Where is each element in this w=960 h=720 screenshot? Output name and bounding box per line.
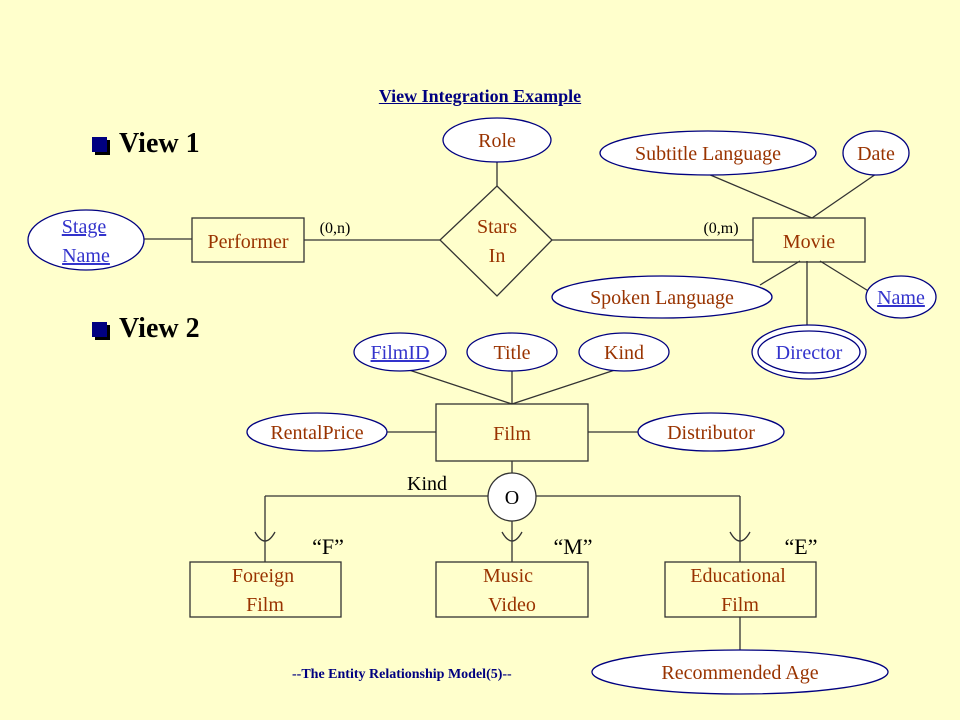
movie-entity: Movie xyxy=(752,217,866,263)
music-kind-value: “M” xyxy=(553,534,592,559)
view1-heading-label: View 1 xyxy=(119,128,200,159)
movie-label: Movie xyxy=(783,231,835,253)
filmid-label: FilmID xyxy=(371,342,430,364)
overlap-constraint-circle: O xyxy=(487,472,537,522)
educational-line2-label: Film xyxy=(721,594,759,616)
subtitle-language-attribute: Subtitle Language xyxy=(599,130,817,176)
movie-name-label: Name xyxy=(877,287,925,309)
foreign-line2-label: Film xyxy=(246,594,284,616)
filmid-attribute: FilmID xyxy=(353,332,447,372)
date-attribute: Date xyxy=(842,130,910,176)
music-line1-label: Music xyxy=(483,565,533,587)
rental-price-attribute: RentalPrice xyxy=(246,412,388,452)
stars-label: Stars xyxy=(477,216,517,238)
spoken-language-attribute: Spoken Language xyxy=(551,275,773,319)
distributor-attribute: Distributor xyxy=(637,412,785,452)
bullet-box-icon xyxy=(92,136,107,152)
movie-name-attribute: Name xyxy=(865,275,937,319)
title-label: Title xyxy=(493,342,530,364)
role-attribute: Role xyxy=(442,117,552,163)
film-label: Film xyxy=(493,423,531,445)
rental-price-label: RentalPrice xyxy=(270,422,363,444)
film-entity: Film xyxy=(435,403,589,462)
recommended-age-attribute: Recommended Age xyxy=(591,649,889,695)
cardinality-left: (0,n) xyxy=(320,220,351,237)
educational-kind-value: “E” xyxy=(785,534,818,559)
stars-in-relationship: Stars In xyxy=(439,185,553,297)
view2-heading-label: View 2 xyxy=(119,313,200,344)
specialization-attribute-label: Kind xyxy=(407,473,447,495)
spoken-language-label: Spoken Language xyxy=(590,287,734,309)
educational-line1-label: Educational xyxy=(690,565,786,587)
page-title: View Integration Example xyxy=(378,86,582,106)
recommended-age-label: Recommended Age xyxy=(661,662,818,684)
view2-heading: View 2 xyxy=(92,313,200,345)
performer-label: Performer xyxy=(207,231,288,253)
distributor-label: Distributor xyxy=(667,422,755,444)
foreign-film-entity: Foreign Film xyxy=(189,561,342,618)
in-label: In xyxy=(489,245,506,267)
overlap-label: O xyxy=(505,487,519,509)
director-label: Director xyxy=(776,342,843,364)
music-line2-label: Video xyxy=(488,594,536,616)
title-attribute: Title xyxy=(466,332,558,372)
subtitle-language-label: Subtitle Language xyxy=(635,143,781,165)
foreign-line1-label: Foreign xyxy=(232,565,294,587)
date-label: Date xyxy=(857,143,895,165)
foreign-kind-value: “F” xyxy=(312,534,344,559)
connector-lines xyxy=(144,160,877,650)
educational-film-entity: Educational Film xyxy=(664,561,817,618)
music-video-entity: Music Video xyxy=(435,561,589,618)
stage-label: Stage xyxy=(62,216,107,238)
director-attribute: Director xyxy=(751,324,867,380)
view1-heading: View 1 xyxy=(92,128,200,160)
footer-caption: --The Entity Relationship Model(5)-- xyxy=(292,667,512,682)
cardinality-right: (0,m) xyxy=(703,220,738,237)
kind-attribute: Kind xyxy=(578,332,670,372)
role-label: Role xyxy=(478,130,516,152)
kind-label: Kind xyxy=(604,342,644,364)
bullet-box-icon xyxy=(92,321,107,337)
name-label: Name xyxy=(62,245,110,267)
stage-name-attribute: Stage Name xyxy=(27,209,145,271)
performer-entity: Performer xyxy=(191,217,305,263)
